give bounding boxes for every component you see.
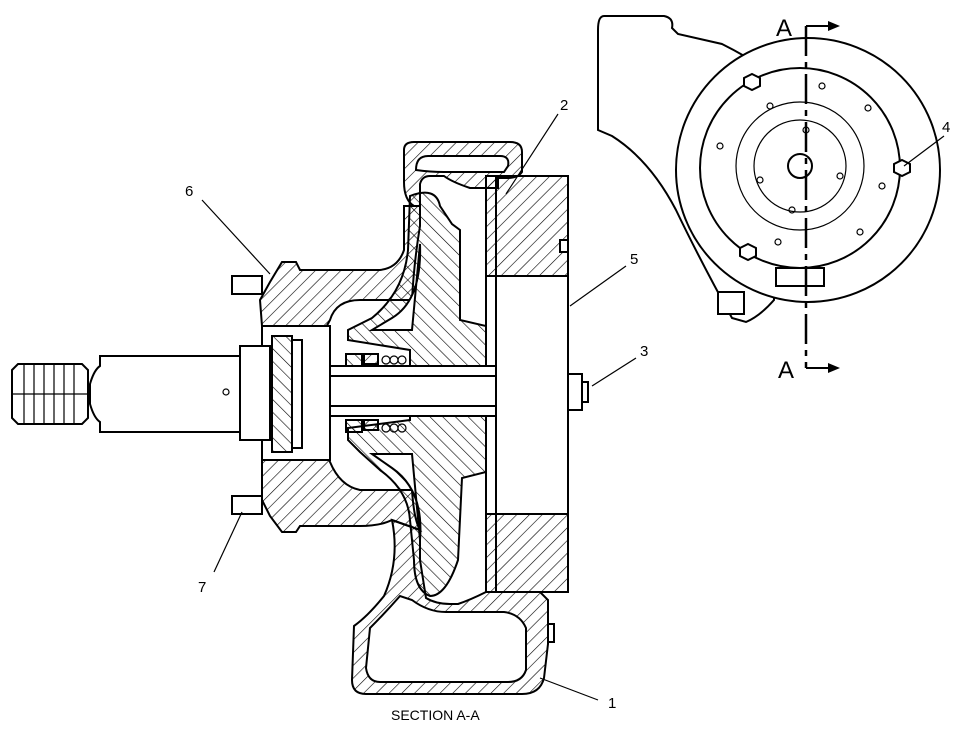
callout-4: 4 [942, 119, 950, 136]
leader-3 [591, 357, 637, 387]
leader-1 [539, 677, 599, 701]
section-mark-top: A [776, 15, 792, 42]
callout-7: 7 [198, 579, 206, 596]
retainer-ring [291, 339, 303, 449]
shaft [329, 365, 497, 417]
end-view-hub [753, 119, 847, 213]
callout-3: 3 [640, 343, 648, 360]
end-view-boss [717, 291, 745, 315]
cover-plate [485, 275, 569, 515]
end-view-bore [735, 101, 865, 231]
flange-ear-lower [231, 495, 263, 515]
leader-4 [903, 135, 945, 167]
housing-upper-inner [414, 155, 510, 174]
end-view-center [787, 153, 813, 179]
cover-tab-upper [559, 239, 569, 253]
hex-bolts [739, 72, 911, 262]
cover-lower [485, 513, 569, 593]
leader-7 [213, 511, 243, 573]
callout-5: 5 [630, 251, 638, 268]
flange-ear-upper [231, 275, 263, 295]
drive-shaft [89, 355, 241, 433]
stud-end [581, 381, 589, 403]
seal-spring [345, 353, 407, 433]
impeller-nut [567, 373, 583, 411]
section-arrow-bottom [828, 363, 840, 373]
bolt-holes [716, 82, 886, 246]
leader-5 [569, 265, 627, 307]
bearing-race [271, 335, 293, 453]
housing-lower-inner [364, 594, 527, 683]
leader-6 [201, 199, 271, 275]
end-view-bracket [775, 267, 825, 287]
section-caption: SECTION A-A [391, 707, 480, 723]
section-view [11, 113, 637, 701]
section-arrow-top [828, 21, 840, 31]
drive-sleeve [239, 345, 271, 441]
callout-2: 2 [560, 97, 568, 114]
section-mark-bottom: A [778, 357, 794, 384]
leader-2 [505, 113, 559, 195]
impeller-eye-upper [368, 243, 422, 331]
end-view [597, 15, 945, 373]
spline-gear [11, 363, 89, 425]
impeller-eye-lower [368, 453, 422, 541]
cover-upper [485, 175, 569, 277]
cover-tab-lower [547, 623, 555, 643]
callout-6: 6 [185, 183, 193, 200]
shaft-hole [222, 388, 230, 396]
callout-1: 1 [608, 695, 616, 712]
